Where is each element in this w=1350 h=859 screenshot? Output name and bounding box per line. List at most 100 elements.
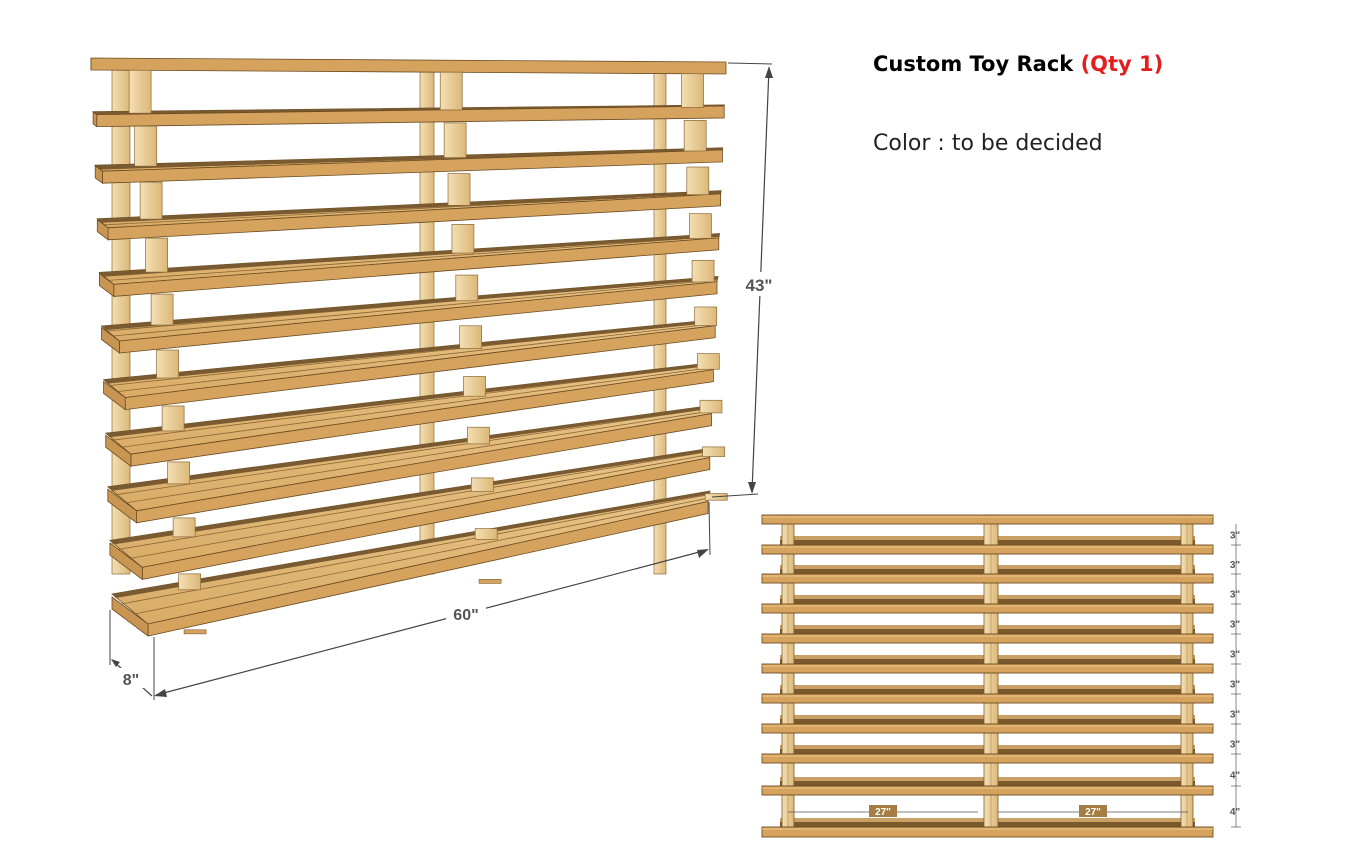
bay-label-bg xyxy=(1079,805,1107,817)
plank-seam xyxy=(121,494,710,605)
shelf-end xyxy=(99,272,115,298)
perspective-shelf xyxy=(92,104,725,128)
front-post xyxy=(683,120,707,152)
bay-label: 27" xyxy=(875,807,891,818)
plank-seam xyxy=(115,407,713,496)
plank-seam xyxy=(112,279,718,337)
front-elevation-drawing xyxy=(761,514,1214,838)
front-post xyxy=(689,213,712,239)
front-post xyxy=(681,73,704,108)
bay-label: 27" xyxy=(1085,807,1101,818)
page-title: Custom Toy Rack (Qty 1) xyxy=(873,52,1163,76)
shelf-shadow xyxy=(99,233,720,277)
shelf-end xyxy=(94,165,103,184)
perspective-shelf xyxy=(90,57,727,75)
front-post xyxy=(150,293,174,326)
spacing-label: 4" xyxy=(1230,771,1241,782)
back-post xyxy=(653,67,667,575)
spacing-label: 3" xyxy=(1230,680,1241,691)
perspective-shelf xyxy=(100,276,719,354)
depth-label: 8" xyxy=(123,672,139,689)
front-post xyxy=(439,71,463,111)
front-post xyxy=(178,573,201,591)
shelf-shadow xyxy=(107,405,714,491)
front-shelf xyxy=(761,753,1214,764)
front-post xyxy=(470,477,494,492)
leg-foot xyxy=(183,629,207,635)
front-post xyxy=(451,223,475,254)
height-dimension: 43" xyxy=(711,62,780,498)
shelf-end xyxy=(103,380,126,411)
shelf-shadow xyxy=(105,362,715,438)
height-label: 43" xyxy=(746,276,773,295)
title-text: Custom Toy Rack xyxy=(873,52,1074,76)
shelf-shadow xyxy=(109,448,712,545)
shelf-end xyxy=(96,218,109,241)
front-post xyxy=(699,399,723,414)
front-post xyxy=(467,426,490,445)
width-label: 60" xyxy=(453,607,478,624)
front-shelf xyxy=(761,826,1214,838)
perspective-shelf xyxy=(94,147,724,184)
spacing-label: 4" xyxy=(1230,807,1241,818)
color-note: Color : to be decided xyxy=(873,131,1103,156)
front-post xyxy=(172,517,196,538)
shelf-shadow xyxy=(95,147,723,170)
shelf-end xyxy=(105,434,132,468)
perspective-shelf xyxy=(98,233,721,298)
front-shelf xyxy=(761,603,1214,614)
qty-badge: (Qty 1) xyxy=(1080,52,1164,76)
front-post xyxy=(145,237,168,273)
front-post xyxy=(139,181,163,220)
shelf-end xyxy=(111,596,149,637)
front-post xyxy=(474,528,498,540)
front-post xyxy=(443,122,467,158)
perspective-shelf xyxy=(96,190,722,241)
shelf-end xyxy=(107,488,138,524)
front-post xyxy=(463,376,486,397)
front-shelf xyxy=(761,693,1214,704)
perspective-shelf xyxy=(106,404,714,524)
shelf-end xyxy=(101,326,120,354)
plank-seam xyxy=(134,497,709,615)
spacing-label: 3" xyxy=(1230,620,1241,631)
spacing-label: 3" xyxy=(1230,531,1241,542)
front-post xyxy=(702,446,725,457)
front-shelf xyxy=(761,663,1214,674)
shelf-front-edge xyxy=(90,57,727,75)
front-post xyxy=(459,325,483,349)
depth-dimension: 8" xyxy=(109,610,153,697)
front-post xyxy=(694,306,718,326)
shelf-end xyxy=(109,542,143,581)
front-post xyxy=(167,461,190,485)
front-post xyxy=(134,125,157,167)
front-post xyxy=(686,166,710,196)
front-spacing-labels: 27"27"3"3"3"3"3"3"3"3"4"4" xyxy=(788,524,1241,828)
front-shelf xyxy=(761,633,1214,644)
plank-seam xyxy=(121,366,714,448)
front-post xyxy=(455,274,479,302)
front-post xyxy=(691,259,715,283)
shelf-shadow xyxy=(97,190,722,223)
front-shelf xyxy=(761,544,1214,555)
front-post xyxy=(128,69,152,114)
leg-foot xyxy=(478,578,502,584)
shelf-shadow xyxy=(112,491,710,598)
plank-seam xyxy=(125,410,713,504)
bay-label-bg xyxy=(869,805,897,817)
front-post xyxy=(696,353,720,370)
front-post xyxy=(447,173,471,206)
front-post xyxy=(161,405,185,432)
spacing-label: 3" xyxy=(1230,710,1241,721)
front-shelf xyxy=(761,573,1214,584)
shelf-end xyxy=(92,111,98,128)
plank-seam xyxy=(130,454,711,559)
width-dimension: 60" xyxy=(153,501,711,700)
perspective-shelf xyxy=(104,361,716,468)
shelf-shadow xyxy=(101,276,718,330)
front-shelf xyxy=(761,723,1214,734)
spacing-label: 3" xyxy=(1230,650,1241,661)
front-shelf xyxy=(761,514,1214,525)
plank-seam xyxy=(112,364,715,441)
